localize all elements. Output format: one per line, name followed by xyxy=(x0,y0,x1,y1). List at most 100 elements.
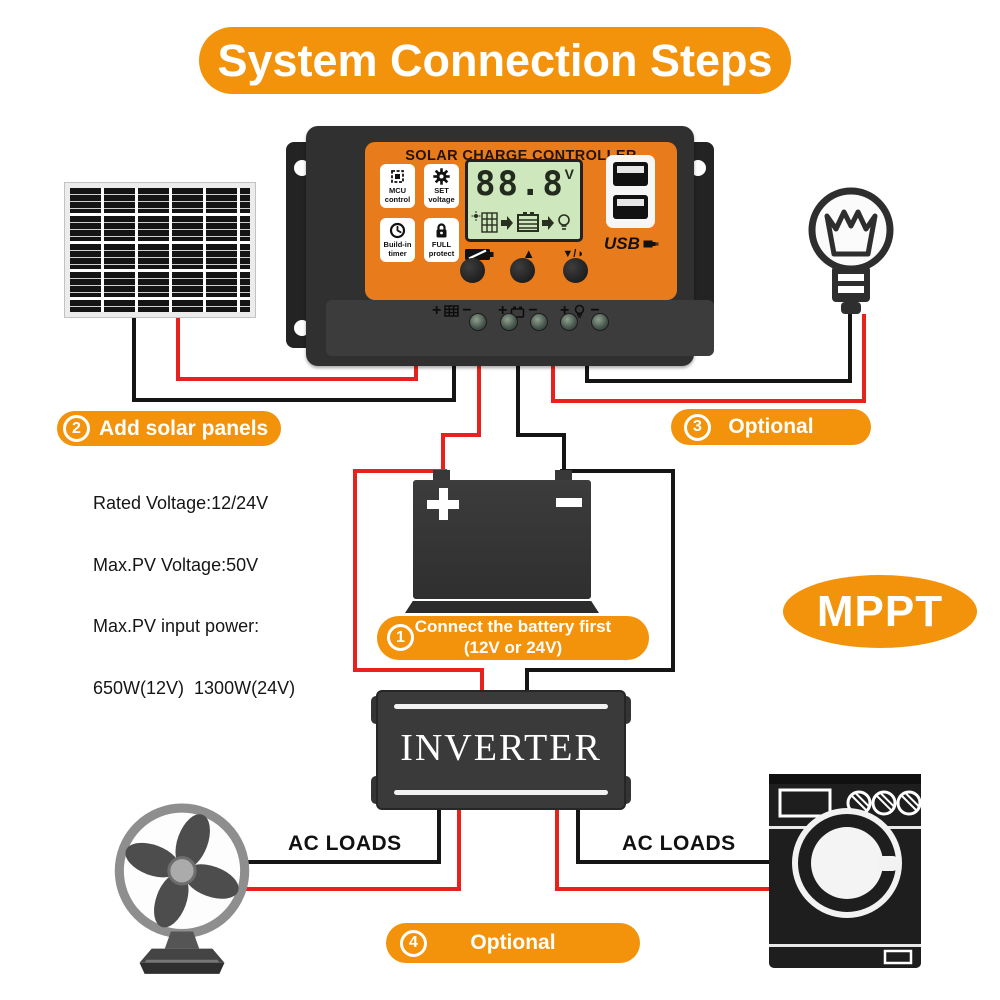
wire-inverter-red xyxy=(353,469,447,473)
wire-battery-black xyxy=(516,433,566,437)
wire-battery-black xyxy=(562,433,566,485)
mcu-chip-icon xyxy=(391,170,404,183)
inverter-stripe xyxy=(394,704,608,709)
feature-tile-set-voltage: SET voltage xyxy=(424,164,459,208)
dual-usb-ports xyxy=(606,155,655,228)
lamp-icon xyxy=(575,304,585,318)
terminal-screw xyxy=(560,313,578,331)
wire-pv-black xyxy=(132,398,456,402)
wire-load-red xyxy=(862,314,866,403)
battery-icon xyxy=(511,306,525,318)
usb-port xyxy=(613,162,648,186)
step-4-number-badge: 4 xyxy=(400,929,427,957)
inverter-label: INVERTER xyxy=(400,727,602,770)
indicator-row: ▲ ▼/◑ xyxy=(465,246,583,261)
wire-battery-red xyxy=(477,356,481,437)
clock-icon xyxy=(389,222,406,239)
terminal-label-load: + − xyxy=(560,302,600,319)
wire-washer-red xyxy=(555,804,559,891)
wire-fan-red xyxy=(243,887,461,891)
fan xyxy=(114,803,250,974)
inverter: INVERTER xyxy=(371,690,631,810)
battery-minus-sign xyxy=(556,498,582,507)
lcd-flow-icons xyxy=(471,211,570,233)
ac-loads-label-right: AC LOADS xyxy=(622,832,736,855)
wire-pv-red xyxy=(414,356,418,381)
controller-body: SOLAR CHARGE CONTROLLER MCU control xyxy=(306,126,714,366)
solar-charge-controller: SOLAR CHARGE CONTROLLER MCU control xyxy=(286,126,714,366)
wire-inverter-black xyxy=(525,668,675,672)
light-bulb xyxy=(808,187,894,314)
down-brightness-indicator: ▼/◑ xyxy=(562,247,583,260)
wire-battery-black xyxy=(516,356,520,437)
feature-tile-mcu: MCU control xyxy=(380,164,415,208)
washer-door-handle xyxy=(878,856,898,871)
feature-tile-protect: FULL protect xyxy=(424,218,459,262)
battery xyxy=(413,480,591,599)
wire-inverter-black xyxy=(560,469,675,473)
step-3-number-badge: 3 xyxy=(684,413,711,441)
step-2-label: 2 Add solar panels xyxy=(57,411,281,446)
wire-washer-black xyxy=(576,804,580,864)
inverter-body: INVERTER xyxy=(376,690,626,810)
usb-plug-icon xyxy=(643,240,659,248)
step-3-label: 3 Optional xyxy=(671,409,871,445)
wire-inverter-red xyxy=(353,668,484,672)
wire-pv-red xyxy=(176,305,180,381)
wire-washer-black xyxy=(576,860,776,864)
battery-base xyxy=(405,601,599,613)
lcd-voltage-unit: V xyxy=(564,166,574,182)
battery-indicator-icon xyxy=(465,248,494,260)
wire-inverter-black xyxy=(525,668,529,698)
step-3-text: Optional xyxy=(728,415,814,438)
spec-line: Max.PV input power: xyxy=(93,616,260,636)
step-2-text: Add solar panels xyxy=(99,416,269,440)
wire-inverter-black xyxy=(671,469,675,672)
terminal-screw xyxy=(469,313,487,331)
wire-load-red xyxy=(551,356,555,403)
wire-pv-red xyxy=(176,377,418,381)
wire-load-red xyxy=(551,399,866,403)
controller-face: SOLAR CHARGE CONTROLLER MCU control xyxy=(365,142,677,300)
spec-line: Max.PV Voltage:50V xyxy=(93,554,259,575)
wire-load-black xyxy=(585,356,589,383)
screw-hole xyxy=(690,160,706,176)
battery-terminal-positive xyxy=(433,470,450,482)
battery-plus-sign xyxy=(427,488,459,520)
up-arrow-indicator: ▲ xyxy=(522,246,536,261)
down-button xyxy=(563,258,588,283)
lcd-voltage-value: 88.8 xyxy=(475,164,565,204)
feature-tile-timer: Build-in timer xyxy=(380,218,415,262)
terminal-strip xyxy=(326,300,714,356)
gear-icon xyxy=(433,168,450,185)
usb-label: USB xyxy=(604,234,660,254)
wire-battery-red xyxy=(441,433,481,437)
wire-washer-red xyxy=(555,887,778,891)
battery-terminal-negative xyxy=(555,470,572,482)
solar-panel-icon xyxy=(444,305,460,317)
title-banner: System Connection Steps xyxy=(199,27,791,94)
terminal-screw xyxy=(500,313,518,331)
wire-inverter-red xyxy=(353,469,357,672)
step-4-label: 4 Optional xyxy=(386,923,640,963)
terminal-label-battery: + − xyxy=(498,302,538,319)
wire-battery-red xyxy=(441,433,445,485)
wire-load-black xyxy=(848,314,852,383)
ac-loads-label-left: AC LOADS xyxy=(288,832,402,855)
wire-fan-black xyxy=(243,860,441,864)
spec-line: 650W(12V) 1300W(24V) xyxy=(93,677,296,698)
pv-specs-text: Rated Voltage:12/24V Max.PV Voltage:50V … xyxy=(93,452,295,739)
terminal-screw xyxy=(591,313,609,331)
step-1-label: 1 Connect the battery first (12V or 24V) xyxy=(377,616,649,660)
terminal-label-solar: + − xyxy=(432,302,472,319)
menu-button xyxy=(460,258,485,283)
washing-machine xyxy=(769,774,922,968)
step-1-text: Connect the battery first (12V or 24V) xyxy=(414,617,612,657)
spec-line: Rated Voltage:12/24V xyxy=(93,493,269,513)
step-2-number-badge: 2 xyxy=(63,415,90,442)
wire-pv-black xyxy=(132,305,136,402)
washer-display xyxy=(778,788,832,818)
terminal-screw xyxy=(530,313,548,331)
wire-inverter-red xyxy=(480,668,484,698)
lcd-display: 88.8 V xyxy=(465,159,583,242)
